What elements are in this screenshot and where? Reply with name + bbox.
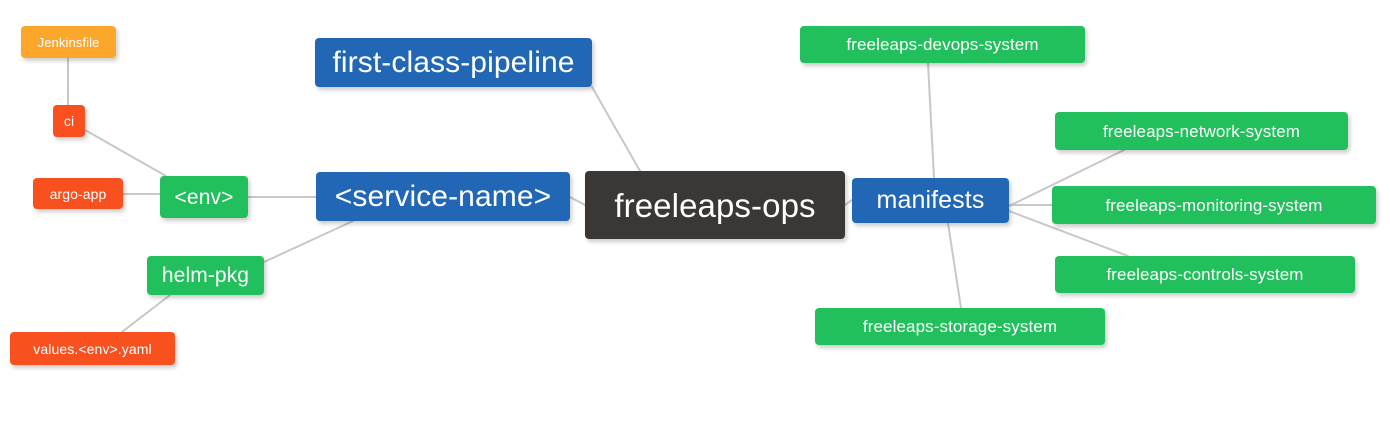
node-label-service-name: <service-name>: [334, 179, 552, 213]
node-label-storage-system: freeleaps-storage-system: [862, 317, 1058, 336]
node-argo-app[interactable]: argo-app: [33, 178, 123, 209]
edge-service-name-to-helm-pkg: [263, 220, 354, 263]
node-controls-system[interactable]: freeleaps-controls-system: [1055, 256, 1355, 293]
node-label-values-yaml: values.<env>.yaml: [33, 340, 152, 357]
node-label-helm-pkg: helm-pkg: [161, 264, 250, 287]
node-label-env: <env>: [174, 185, 234, 209]
node-label-network-system: freeleaps-network-system: [1102, 121, 1301, 141]
node-label-argo-app: argo-app: [49, 185, 107, 202]
node-label-jenkinsfile: Jenkinsfile: [37, 34, 100, 50]
edge-root-to-manifests: [844, 199, 853, 206]
node-network-system[interactable]: freeleaps-network-system: [1055, 112, 1348, 150]
node-env[interactable]: <env>: [160, 176, 248, 218]
node-label-root: freeleaps-ops: [614, 186, 816, 224]
node-storage-system[interactable]: freeleaps-storage-system: [815, 308, 1105, 345]
node-label-devops-system: freeleaps-devops-system: [846, 35, 1039, 54]
edge-helm-pkg-to-values-yaml: [121, 294, 171, 333]
edge-root-to-service-name: [569, 196, 586, 206]
edge-manifests-to-storage-system: [947, 222, 962, 309]
edge-env-to-ci: [84, 129, 167, 177]
node-label-monitoring-system: freeleaps-monitoring-system: [1105, 195, 1323, 215]
edge-manifests-to-devops-system: [927, 62, 935, 179]
node-first-class[interactable]: first-class-pipeline: [315, 38, 592, 87]
node-values-yaml[interactable]: values.<env>.yaml: [10, 332, 175, 365]
node-helm-pkg[interactable]: helm-pkg: [147, 256, 264, 295]
node-label-ci: ci: [63, 113, 75, 129]
node-label-manifests: manifests: [876, 186, 985, 214]
node-monitoring-system[interactable]: freeleaps-monitoring-system: [1052, 186, 1376, 224]
node-root[interactable]: freeleaps-ops: [585, 171, 845, 239]
edge-root-to-first-class: [591, 86, 641, 172]
node-service-name[interactable]: <service-name>: [316, 172, 570, 221]
node-ci[interactable]: ci: [53, 105, 85, 137]
node-manifests[interactable]: manifests: [852, 178, 1009, 223]
node-jenkinsfile[interactable]: Jenkinsfile: [21, 26, 116, 58]
node-devops-system[interactable]: freeleaps-devops-system: [800, 26, 1085, 63]
node-label-controls-system: freeleaps-controls-system: [1106, 265, 1304, 284]
node-label-first-class: first-class-pipeline: [332, 45, 575, 79]
